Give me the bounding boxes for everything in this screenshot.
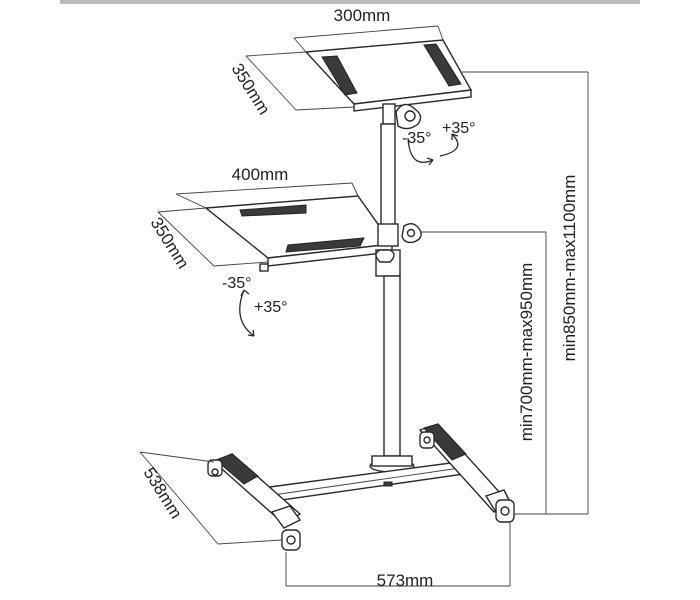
bottom-tilt-neg-label: -35° <box>222 275 252 292</box>
caster-back-left <box>207 459 223 477</box>
height-dimension-lines <box>420 71 589 515</box>
top-tilt-arrows <box>407 133 459 166</box>
caster-front-left <box>281 529 301 551</box>
top-tray-dimension-lines <box>245 25 444 111</box>
bottom-tray-clamp <box>375 223 422 277</box>
base <box>207 423 515 551</box>
bottom-tray <box>204 195 394 272</box>
top-tilt-knob <box>382 103 422 130</box>
base-width-label: 573mm <box>377 571 434 590</box>
bottom-tray-dimension-lines <box>157 182 359 267</box>
top-tray-left-grip <box>321 55 358 96</box>
caster-back-right <box>419 431 435 449</box>
top-tilt-pos-label: +35° <box>442 120 476 137</box>
base-dimension-lines <box>139 451 511 587</box>
lower-pole <box>369 275 415 473</box>
bottom-tray-back-grip <box>239 204 307 217</box>
total-height-label: min850mm-max1100mm <box>560 175 579 362</box>
bottom-tray-front-slot <box>285 237 365 253</box>
top-tray <box>304 39 473 112</box>
top-tilt-neg-label: -35° <box>402 130 432 147</box>
cropped-header-strip <box>60 0 640 4</box>
bottom-tilt-arrows <box>239 289 255 337</box>
top-tray-right-grip <box>423 43 462 87</box>
lower-height-label: min700mm-max950mm <box>517 263 536 442</box>
top-tray-depth-label: 350mm <box>228 60 274 118</box>
bottom-tray-width-label: 400mm <box>232 165 289 184</box>
upper-pole <box>380 123 396 229</box>
base-depth-label: 538mm <box>140 464 186 522</box>
caster-front-right <box>495 499 515 523</box>
top-tray-width-label: 300mm <box>334 6 391 25</box>
bottom-tilt-pos-label: +35° <box>254 299 288 316</box>
